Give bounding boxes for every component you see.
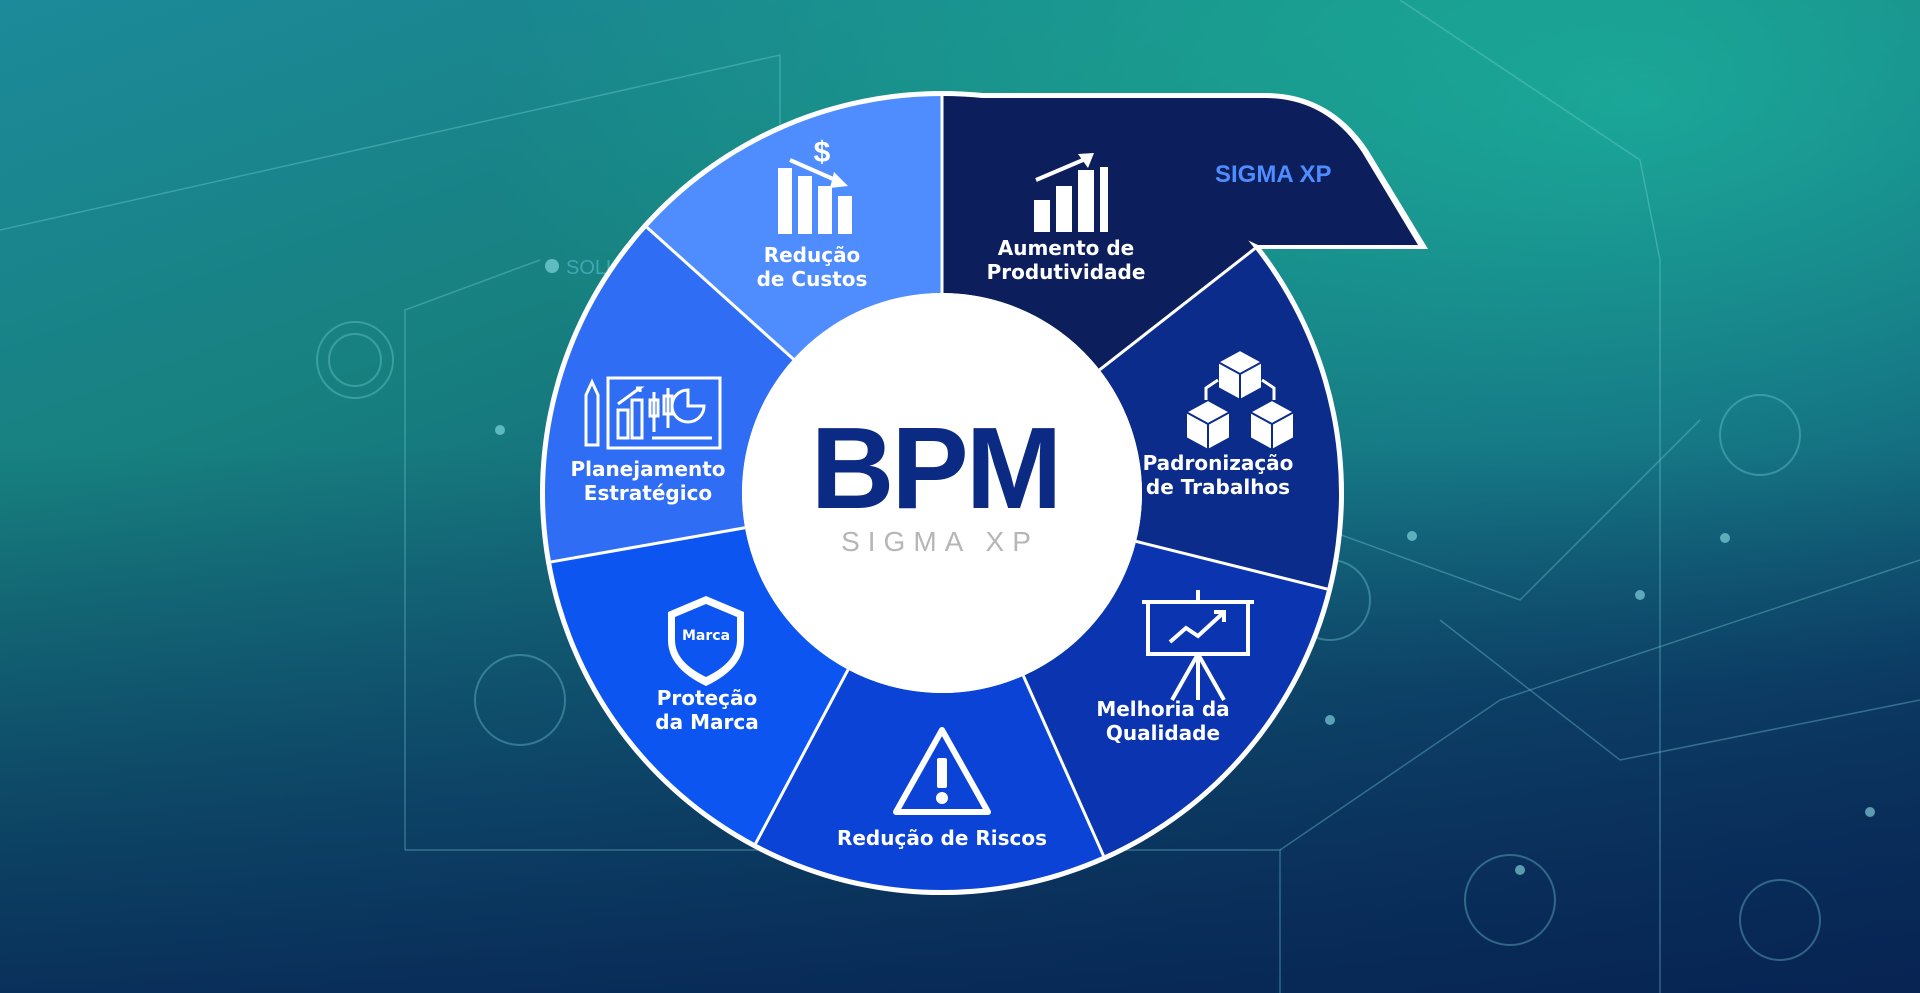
segment-label-line: Produtividade: [987, 260, 1146, 284]
segment-label-line: Planejamento: [570, 457, 725, 481]
segment-divider: [754, 668, 850, 845]
center-subtitle: SIGMA XP: [841, 526, 1039, 557]
segment-divider: [1135, 539, 1328, 591]
segment-label-line: Aumento de: [998, 236, 1135, 260]
segment-riscos: [755, 669, 1104, 890]
segment-label-line: Padronização: [1143, 451, 1294, 475]
segment-label-line: Estratégico: [584, 481, 712, 505]
strategy-board-icon: [584, 376, 722, 450]
svg-text:$: $: [814, 136, 831, 169]
segment-produtividade: [942, 96, 1255, 370]
center-title: BPM: [811, 403, 1060, 533]
brand-corner-label: SIGMA XP: [1215, 161, 1331, 188]
segment-label-line: da Marca: [655, 710, 758, 734]
segment-label-line: Proteção: [657, 686, 757, 710]
segment-divider: [645, 226, 795, 361]
growth-bars-icon: [1034, 153, 1108, 232]
segment-divider: [550, 526, 746, 564]
shield-text: Marca: [682, 628, 730, 644]
warning-triangle-icon: [893, 727, 991, 815]
segment-label-line: Qualidade: [1106, 721, 1220, 745]
segment-label-line: Redução de Riscos: [837, 826, 1047, 850]
segment-label-line: de Trabalhos: [1146, 475, 1290, 499]
shield-icon: Marca: [668, 596, 744, 686]
segment-divider: [1098, 247, 1256, 372]
segment-label-riscos: Redução de Riscos: [837, 826, 1047, 850]
segment-marca: [551, 527, 849, 844]
segment-divider: [1021, 675, 1105, 857]
connected-cubes-icon: [1185, 348, 1295, 452]
presentation-board-icon: [1142, 590, 1254, 701]
center-circle: [742, 293, 1142, 693]
segment-label-line: Redução: [764, 243, 861, 267]
cost-decrease-icon: $: [778, 136, 852, 234]
segment-label-line: de Custos: [757, 267, 868, 291]
segment-label-line: Melhoria da: [1096, 697, 1229, 721]
segment-qualidade: [1023, 541, 1328, 856]
